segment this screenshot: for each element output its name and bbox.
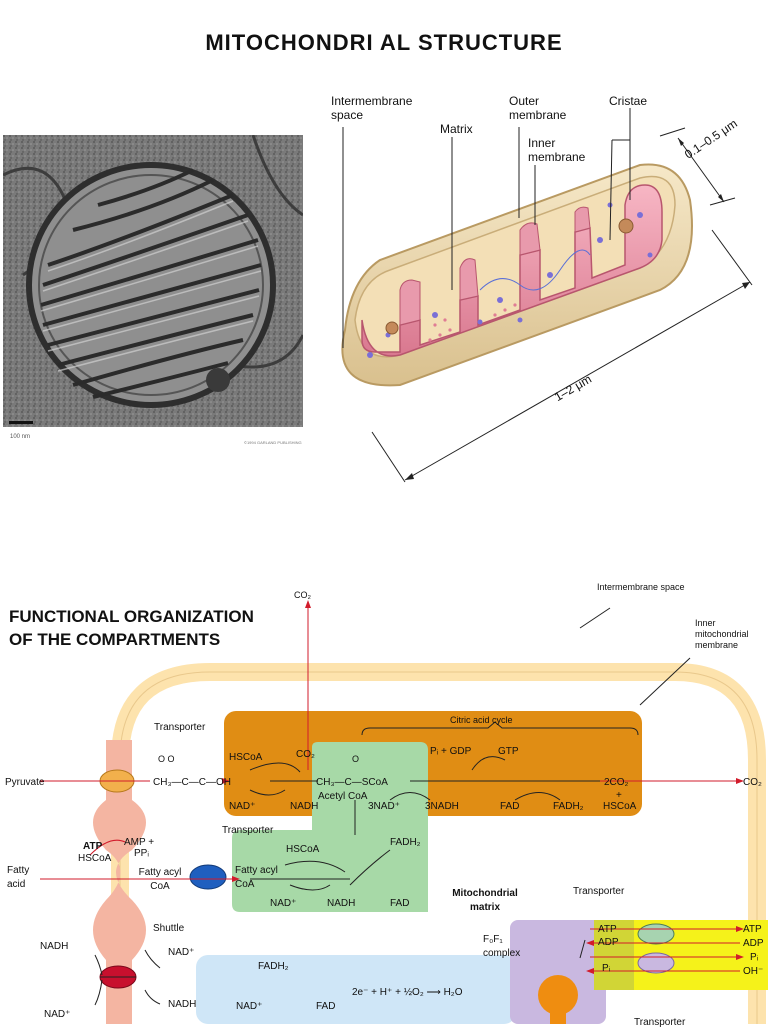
label-transporter-2: Transporter xyxy=(222,825,274,836)
label-mitochondrial-matrix: Mitochondrial matrix xyxy=(452,888,518,913)
label-intermembrane-space-2: Intermembrane space xyxy=(597,582,685,592)
scale-bar-label: 100 nm xyxy=(10,434,31,440)
label-gtp: GTP xyxy=(498,746,519,757)
transporter-channel xyxy=(93,740,146,1024)
acetyl-region xyxy=(232,742,428,912)
transporter-atp-adp xyxy=(637,923,675,945)
transporter-pi-oh xyxy=(637,952,675,974)
label-transporter-3: Transporter xyxy=(573,886,625,897)
label-carbonyl-mark-2: O xyxy=(352,754,360,764)
label-nadh-1: NADH xyxy=(290,801,319,812)
label-co2-in: CO₂ xyxy=(296,749,315,760)
label-nadh-right: NADH xyxy=(168,999,197,1010)
label-hscoa-2: HSCoA xyxy=(286,844,320,855)
label-nadh-left: NADH xyxy=(40,941,69,952)
label-transporter-4: Transporter xyxy=(634,1017,686,1028)
label-co2-top: CO₂ xyxy=(294,590,311,600)
label-fatty-acid: Fatty acid xyxy=(7,865,30,890)
label-nad-1: NAD⁺ xyxy=(229,801,256,812)
label-pi-inner: Pᵢ xyxy=(602,963,611,974)
cristae-shape xyxy=(361,184,663,357)
functional-title-line1: FUNCTIONAL ORGANIZATION xyxy=(9,607,254,626)
copyright-text: ©1994 GARLAND PUBLISHING xyxy=(244,440,302,445)
label-3nad: 3NAD⁺ xyxy=(368,801,400,812)
label-shuttle: Shuttle xyxy=(153,923,185,934)
label-fad-3: FAD xyxy=(316,1001,336,1012)
electron-transport-region xyxy=(196,955,516,1024)
label-plus: + xyxy=(616,790,622,801)
label-inner-mito-membrane: Inner mitochondrial membrane xyxy=(695,618,749,650)
label-ppi: PPᵢ xyxy=(134,848,149,859)
label-matrix: Matrix xyxy=(440,122,473,136)
label-citric-acid-cycle: Citric acid cycle xyxy=(450,715,513,725)
label-3nadh: 3NADH xyxy=(425,801,459,812)
label-pyruvate-formula: CH₃—C—C—OH xyxy=(153,777,231,788)
page-title: MITOCHONDRI AL STRUCTURE xyxy=(205,30,563,55)
label-acetyl-formula: CH₃—C—SCoA xyxy=(316,777,388,788)
label-intermembrane-space: Intermembrane space xyxy=(331,94,413,122)
label-adp-inner: ADP xyxy=(598,937,619,948)
ff-complex-ball xyxy=(538,975,578,1015)
label-acetyl-coa: Acetyl CoA xyxy=(318,791,368,802)
label-co2-right: CO₂ xyxy=(743,777,762,788)
label-amp: AMP + xyxy=(124,837,155,848)
label-fad-2: FAD xyxy=(390,898,410,909)
label-pi-out: Pᵢ xyxy=(750,952,759,963)
label-fadh2-3: FADH₂ xyxy=(258,961,289,972)
label-carbonyl-marks: O O xyxy=(158,754,175,764)
label-electron-reaction: 2e⁻ + H⁺ + ½O₂ ⟶ H₂O xyxy=(352,987,463,998)
functional-title: FUNCTIONAL ORGANIZATION OF THE COMPARTME… xyxy=(9,605,254,651)
label-hscoa-left: HSCoA xyxy=(78,853,112,864)
label-atp-out: ATP xyxy=(743,924,762,935)
label-nad-3: NAD⁺ xyxy=(236,1001,263,1012)
electron-micrograph xyxy=(3,135,303,427)
label-pi-gdp: Pᵢ + GDP xyxy=(430,746,472,757)
label-fatty-acyl-coa-2: Fatty acyl CoA xyxy=(235,865,278,890)
label-hscoa-right: HSCoA xyxy=(603,801,637,812)
label-nad-2: NAD⁺ xyxy=(270,898,297,909)
functional-title-line2: OF THE COMPARTMENTS xyxy=(9,630,221,649)
label-fadh2-1: FADH₂ xyxy=(553,801,584,812)
label-nad-left: NAD⁺ xyxy=(44,1009,71,1020)
label-2co2: 2CO₂ xyxy=(604,777,629,788)
label-fatty-acyl-coa-1: Fatty acyl CoA xyxy=(138,867,182,892)
label-outer-membrane: Outer membrane xyxy=(509,94,567,122)
label-nadh-2: NADH xyxy=(327,898,356,909)
label-f0f1-complex: F₀F₁ complex xyxy=(483,934,521,959)
label-transporter-1: Transporter xyxy=(154,722,206,733)
label-adp-out: ADP xyxy=(743,938,764,949)
label-fadh2-2: FADH₂ xyxy=(390,837,421,848)
label-hscoa-1: HSCoA xyxy=(229,752,263,763)
label-cristae: Cristae xyxy=(609,94,648,108)
label-atp-inner: ATP xyxy=(598,924,617,935)
label-fad-1: FAD xyxy=(500,801,520,812)
ff-complex-region xyxy=(510,920,606,1024)
transporter-fatty-acyl xyxy=(189,864,227,890)
label-nad-right: NAD⁺ xyxy=(168,947,195,958)
label-atp-left: ATP xyxy=(83,841,103,852)
label-pyruvate: Pyruvate xyxy=(5,777,45,788)
mitochondrion-illustration xyxy=(341,108,753,483)
label-inner-membrane: Inner membrane xyxy=(528,136,586,164)
label-oh-out: OH⁻ xyxy=(743,966,764,977)
